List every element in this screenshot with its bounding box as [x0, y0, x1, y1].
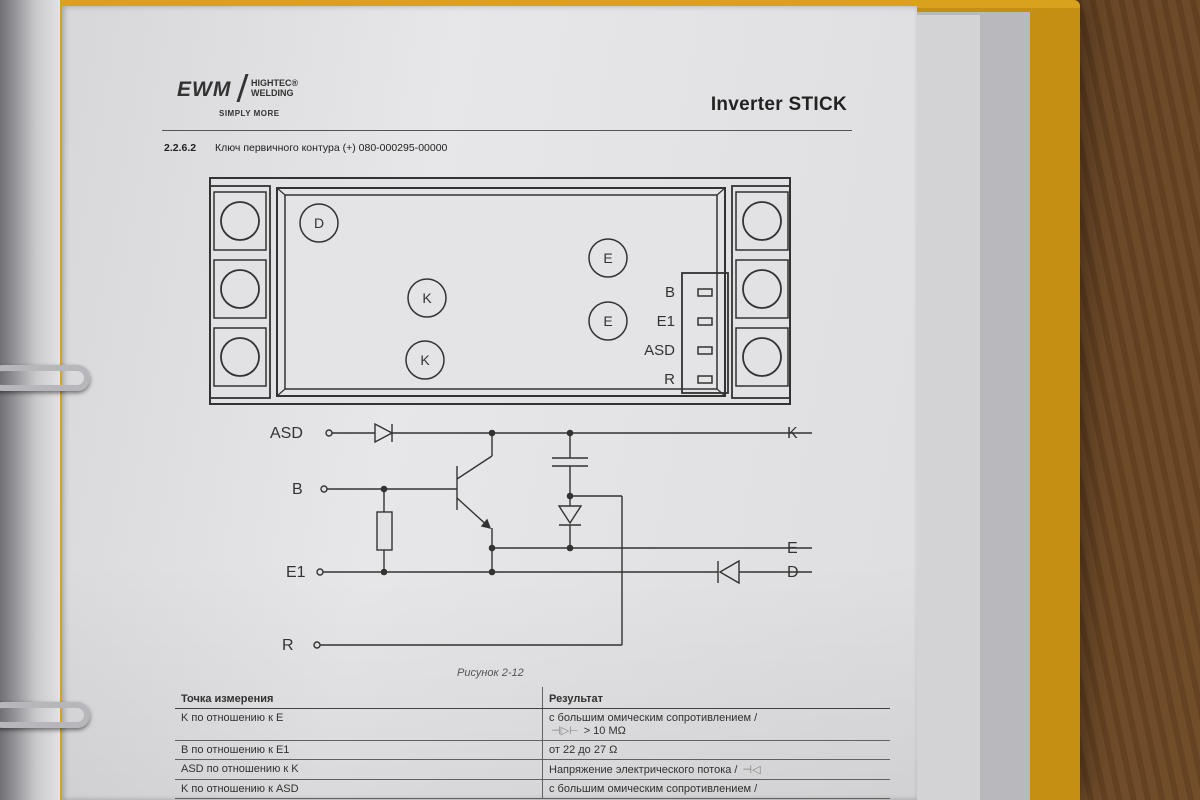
- terminal-label-d: D: [787, 564, 799, 581]
- document-title: Inverter STICK: [710, 94, 847, 115]
- terminal-label-k: K: [787, 425, 798, 442]
- table-cell-point: ASD по отношению к K: [175, 759, 543, 780]
- pin-label-b: B: [665, 284, 675, 301]
- figure-caption: Рисунок 2-12: [457, 667, 524, 679]
- table-row: K по отношению к ASD с большим омическим…: [175, 779, 890, 799]
- logo-main: EWM: [177, 78, 232, 101]
- module-label-e: E: [603, 250, 612, 266]
- table-header-row: Точка измерения Результат: [175, 687, 890, 709]
- table-cell-result: с большим омическим сопротивлением /: [542, 779, 890, 799]
- logo-line2: WELDING: [251, 88, 294, 98]
- table-cell-point: K по отношению к ASD: [175, 779, 543, 799]
- module-label-k: K: [422, 290, 432, 306]
- column-header-point: Точка измерения: [175, 687, 543, 709]
- screw-terminal-icon: [220, 269, 260, 309]
- result-text: с большим омическим сопротивлением /: [549, 712, 758, 724]
- table-cell-result: от 22 до 27 Ω: [542, 740, 890, 760]
- section-title: Ключ первичного контура (+) 080-000295-0…: [215, 142, 448, 154]
- left-page-edge: [0, 0, 60, 800]
- screw-terminal-icon: [742, 201, 782, 241]
- diode-icon: ⊣◁: [742, 764, 761, 776]
- manual-page: EWM HIGHTEC® WELDING SIMPLY MORE Inverte…: [62, 6, 917, 800]
- header-rule: [162, 130, 852, 131]
- pin-icon: [697, 288, 713, 297]
- pin-label-e1: E1: [657, 313, 675, 330]
- result-text-line2: > 10 MΩ: [583, 725, 626, 737]
- screw-terminal-icon: [742, 337, 782, 377]
- logo-tagline: SIMPLY MORE: [219, 109, 280, 118]
- circuit-figure: D E K E K B E1 ASD R: [209, 177, 812, 654]
- measurement-table: Точка измерения Результат K по отношению…: [175, 687, 890, 799]
- screw-terminal-icon: [742, 269, 782, 309]
- pin-label-r: R: [664, 371, 675, 388]
- diode-icon: ⊣▷⊢: [551, 725, 579, 737]
- pin-label-asd: ASD: [644, 342, 675, 359]
- terminal-label-e: E: [787, 540, 798, 557]
- terminal-label-e1: E1: [286, 564, 306, 581]
- table-cell-result: Напряжение электрического потока / ⊣◁: [542, 759, 890, 780]
- terminal-label-r: R: [282, 637, 294, 654]
- ewm-logo: EWM HIGHTEC® WELDING SIMPLY MORE: [177, 72, 317, 122]
- table-cell-point: K по отношению к E: [175, 708, 543, 741]
- column-header-result: Результат: [542, 687, 890, 709]
- pin-icon: [697, 375, 713, 384]
- section-number: 2.2.6.2: [164, 142, 197, 154]
- section-heading: 2.2.6.2 Ключ первичного контура (+) 080-…: [164, 142, 447, 154]
- terminal-label-asd: ASD: [270, 425, 303, 442]
- table-cell-result: с большим омическим сопротивлением / ⊣▷⊢…: [542, 708, 890, 741]
- schematic-drawing: [313, 422, 812, 649]
- terminal-label-b: B: [292, 481, 303, 498]
- binder-ring-icon: [0, 365, 90, 391]
- table-row: B по отношению к E1 от 22 до 27 Ω: [175, 740, 890, 760]
- logo-slash: [236, 74, 249, 102]
- screw-terminal-icon: [220, 337, 260, 377]
- pin-icon: [697, 346, 713, 355]
- result-text: Напряжение электрического потока /: [549, 764, 738, 776]
- table-row: ASD по отношению к K Напряжение электрич…: [175, 759, 890, 780]
- pin-icon: [697, 317, 713, 326]
- table-row: K по отношению к E с большим омическим с…: [175, 708, 890, 741]
- screw-terminal-icon: [220, 201, 260, 241]
- module-label-e: E: [603, 313, 612, 329]
- module-label-d: D: [314, 215, 324, 231]
- logo-line1: HIGHTEC®: [251, 78, 299, 88]
- module-label-k: K: [420, 352, 430, 368]
- binder-ring-icon: [0, 702, 90, 728]
- table-cell-point: B по отношению к E1: [175, 740, 543, 760]
- igbt-module-drawing: [209, 177, 791, 405]
